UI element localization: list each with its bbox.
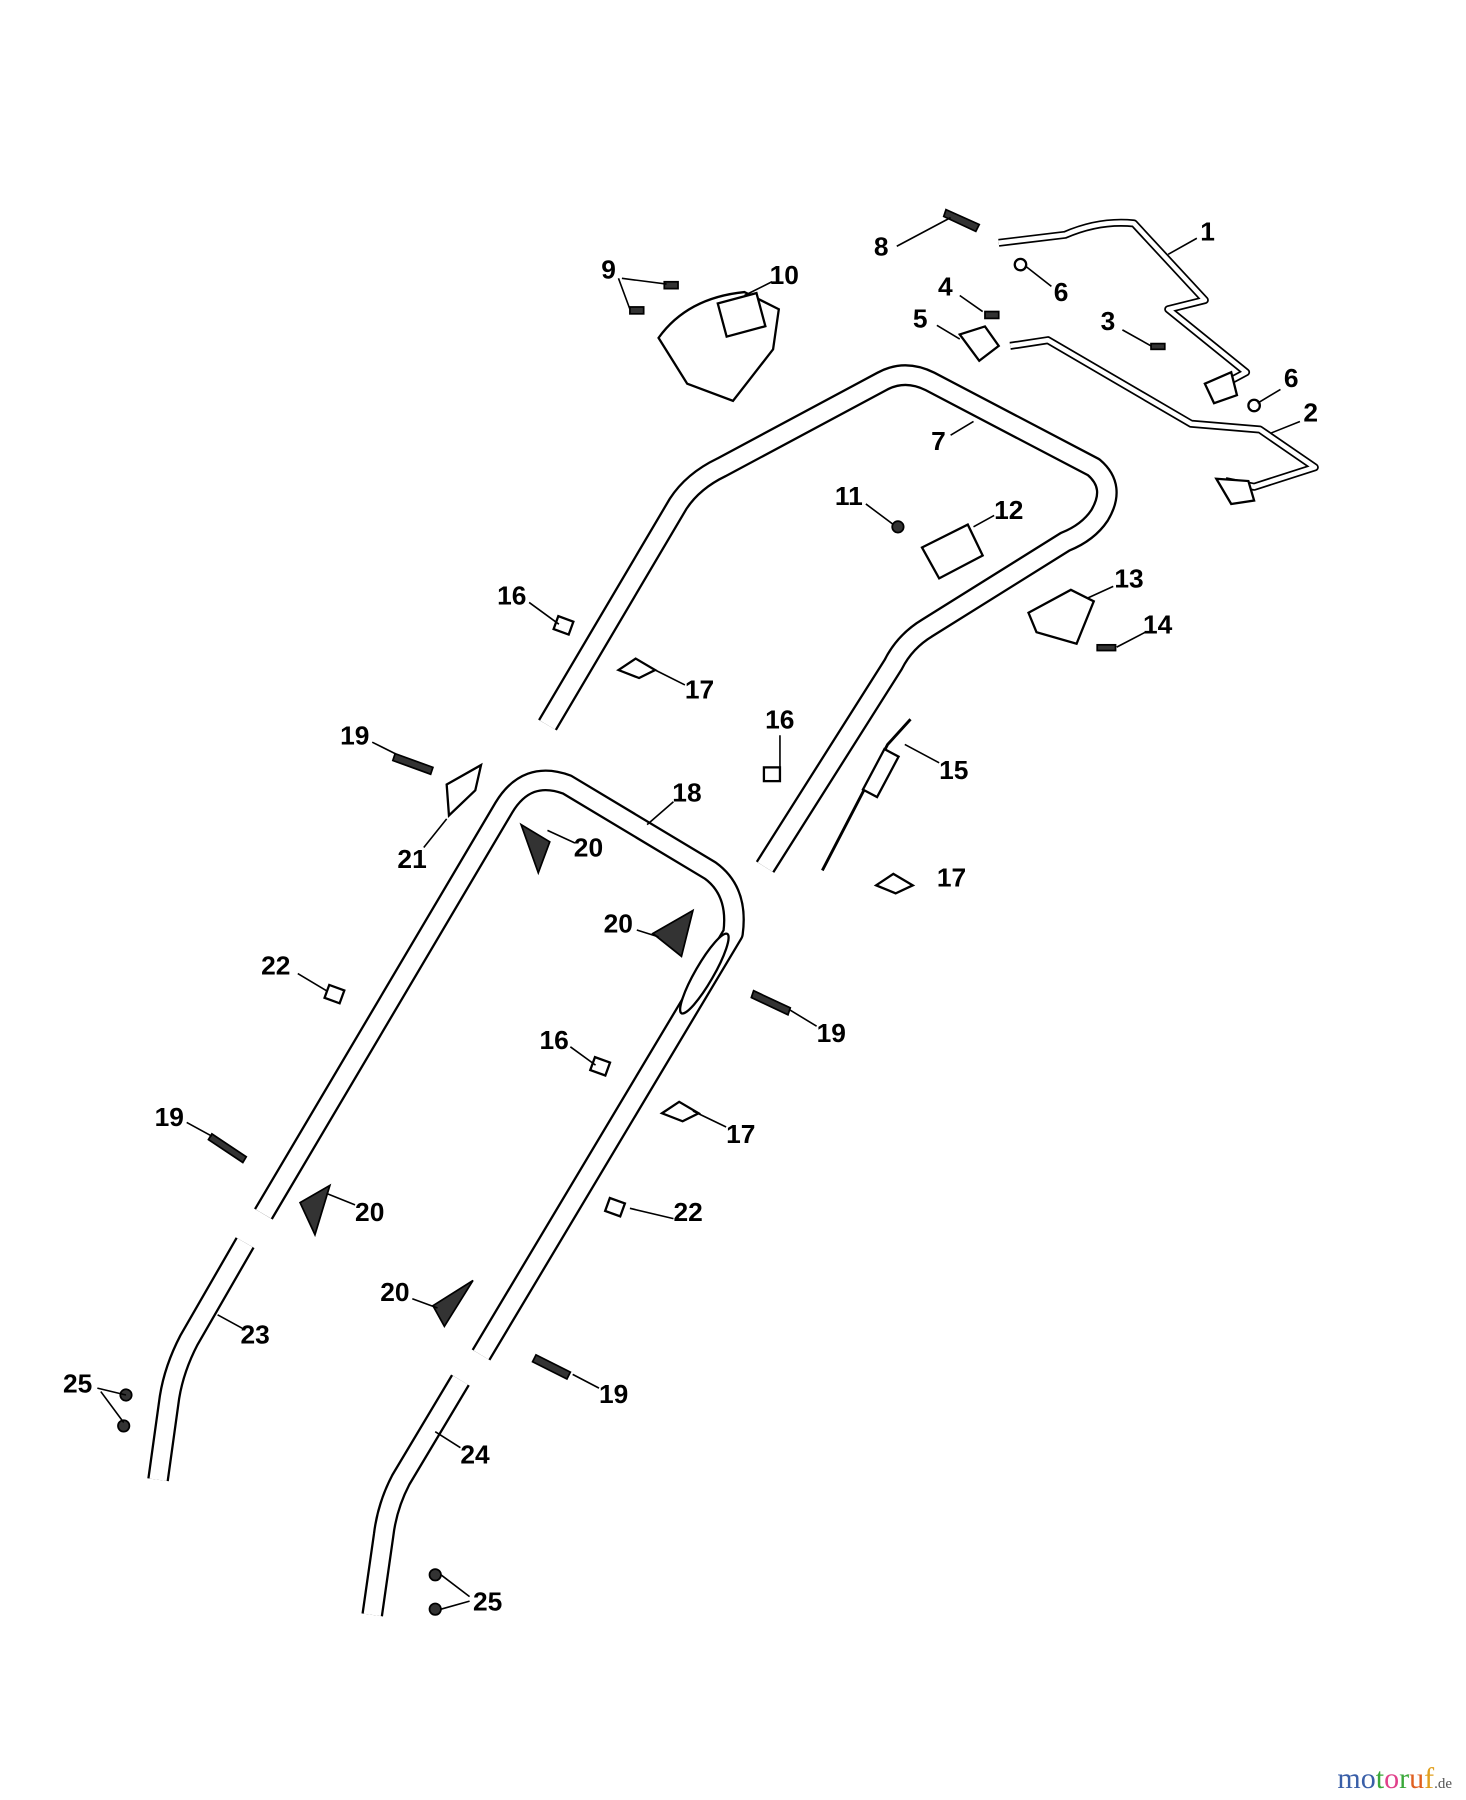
label-25: 25 [63, 1369, 92, 1399]
motoruf-watermark-logo: motoruf.de [1337, 1762, 1452, 1795]
label-7: 7 [931, 426, 946, 456]
label-8: 8 [874, 231, 889, 261]
label-23: 23 [241, 1319, 270, 1349]
bracket-21 [445, 762, 483, 818]
label-19: 19 [817, 1018, 846, 1048]
leader-lines [97, 216, 1301, 1610]
label-2: 2 [1303, 397, 1318, 427]
label-20: 20 [380, 1277, 409, 1307]
label-25: 25 [473, 1586, 502, 1616]
label-11: 11 [835, 481, 863, 511]
label-22: 22 [261, 951, 290, 981]
lower-tube-24 [361, 1374, 470, 1617]
label-22: 22 [673, 1197, 702, 1227]
label-19: 19 [155, 1102, 184, 1132]
control-rod-2 [1009, 336, 1319, 506]
label-6: 6 [1054, 277, 1069, 307]
label-15: 15 [939, 755, 968, 785]
part-13 [1027, 588, 1096, 646]
label-3: 3 [1101, 306, 1116, 336]
label-16: 16 [539, 1025, 568, 1055]
lower-tube-23 [147, 1237, 255, 1482]
label-24: 24 [460, 1440, 490, 1470]
label-16: 16 [497, 581, 526, 611]
label-5: 5 [913, 304, 928, 334]
label-19: 19 [599, 1379, 628, 1409]
label-20: 20 [574, 833, 603, 863]
part-12 [920, 523, 985, 580]
label-1: 1 [1200, 217, 1215, 247]
label-20: 20 [355, 1197, 384, 1227]
label-17: 17 [685, 675, 714, 705]
label-4: 4 [938, 272, 953, 302]
lower-handle-18 [254, 769, 745, 1361]
knob-20a [519, 822, 551, 876]
label-17: 17 [937, 862, 966, 892]
label-6: 6 [1284, 363, 1299, 393]
label-12: 12 [994, 495, 1023, 525]
label-14: 14 [1143, 609, 1173, 639]
pin-8 [942, 208, 981, 233]
label-21: 21 [397, 844, 426, 874]
label-17: 17 [726, 1119, 755, 1149]
small-parts [117, 208, 1261, 1616]
upper-handle-7 [538, 364, 1118, 873]
label-19: 19 [340, 720, 369, 750]
control-rod-1 [998, 218, 1251, 405]
label-10: 10 [770, 260, 799, 290]
label-9: 9 [601, 254, 616, 284]
label-20: 20 [604, 908, 633, 938]
part-5 [957, 325, 1001, 363]
label-16: 16 [765, 704, 794, 734]
label-18: 18 [672, 778, 701, 808]
part-labels: 1 2 3 4 5 6 6 7 8 9 10 11 12 13 14 15 16… [63, 217, 1318, 1617]
label-13: 13 [1114, 564, 1143, 594]
